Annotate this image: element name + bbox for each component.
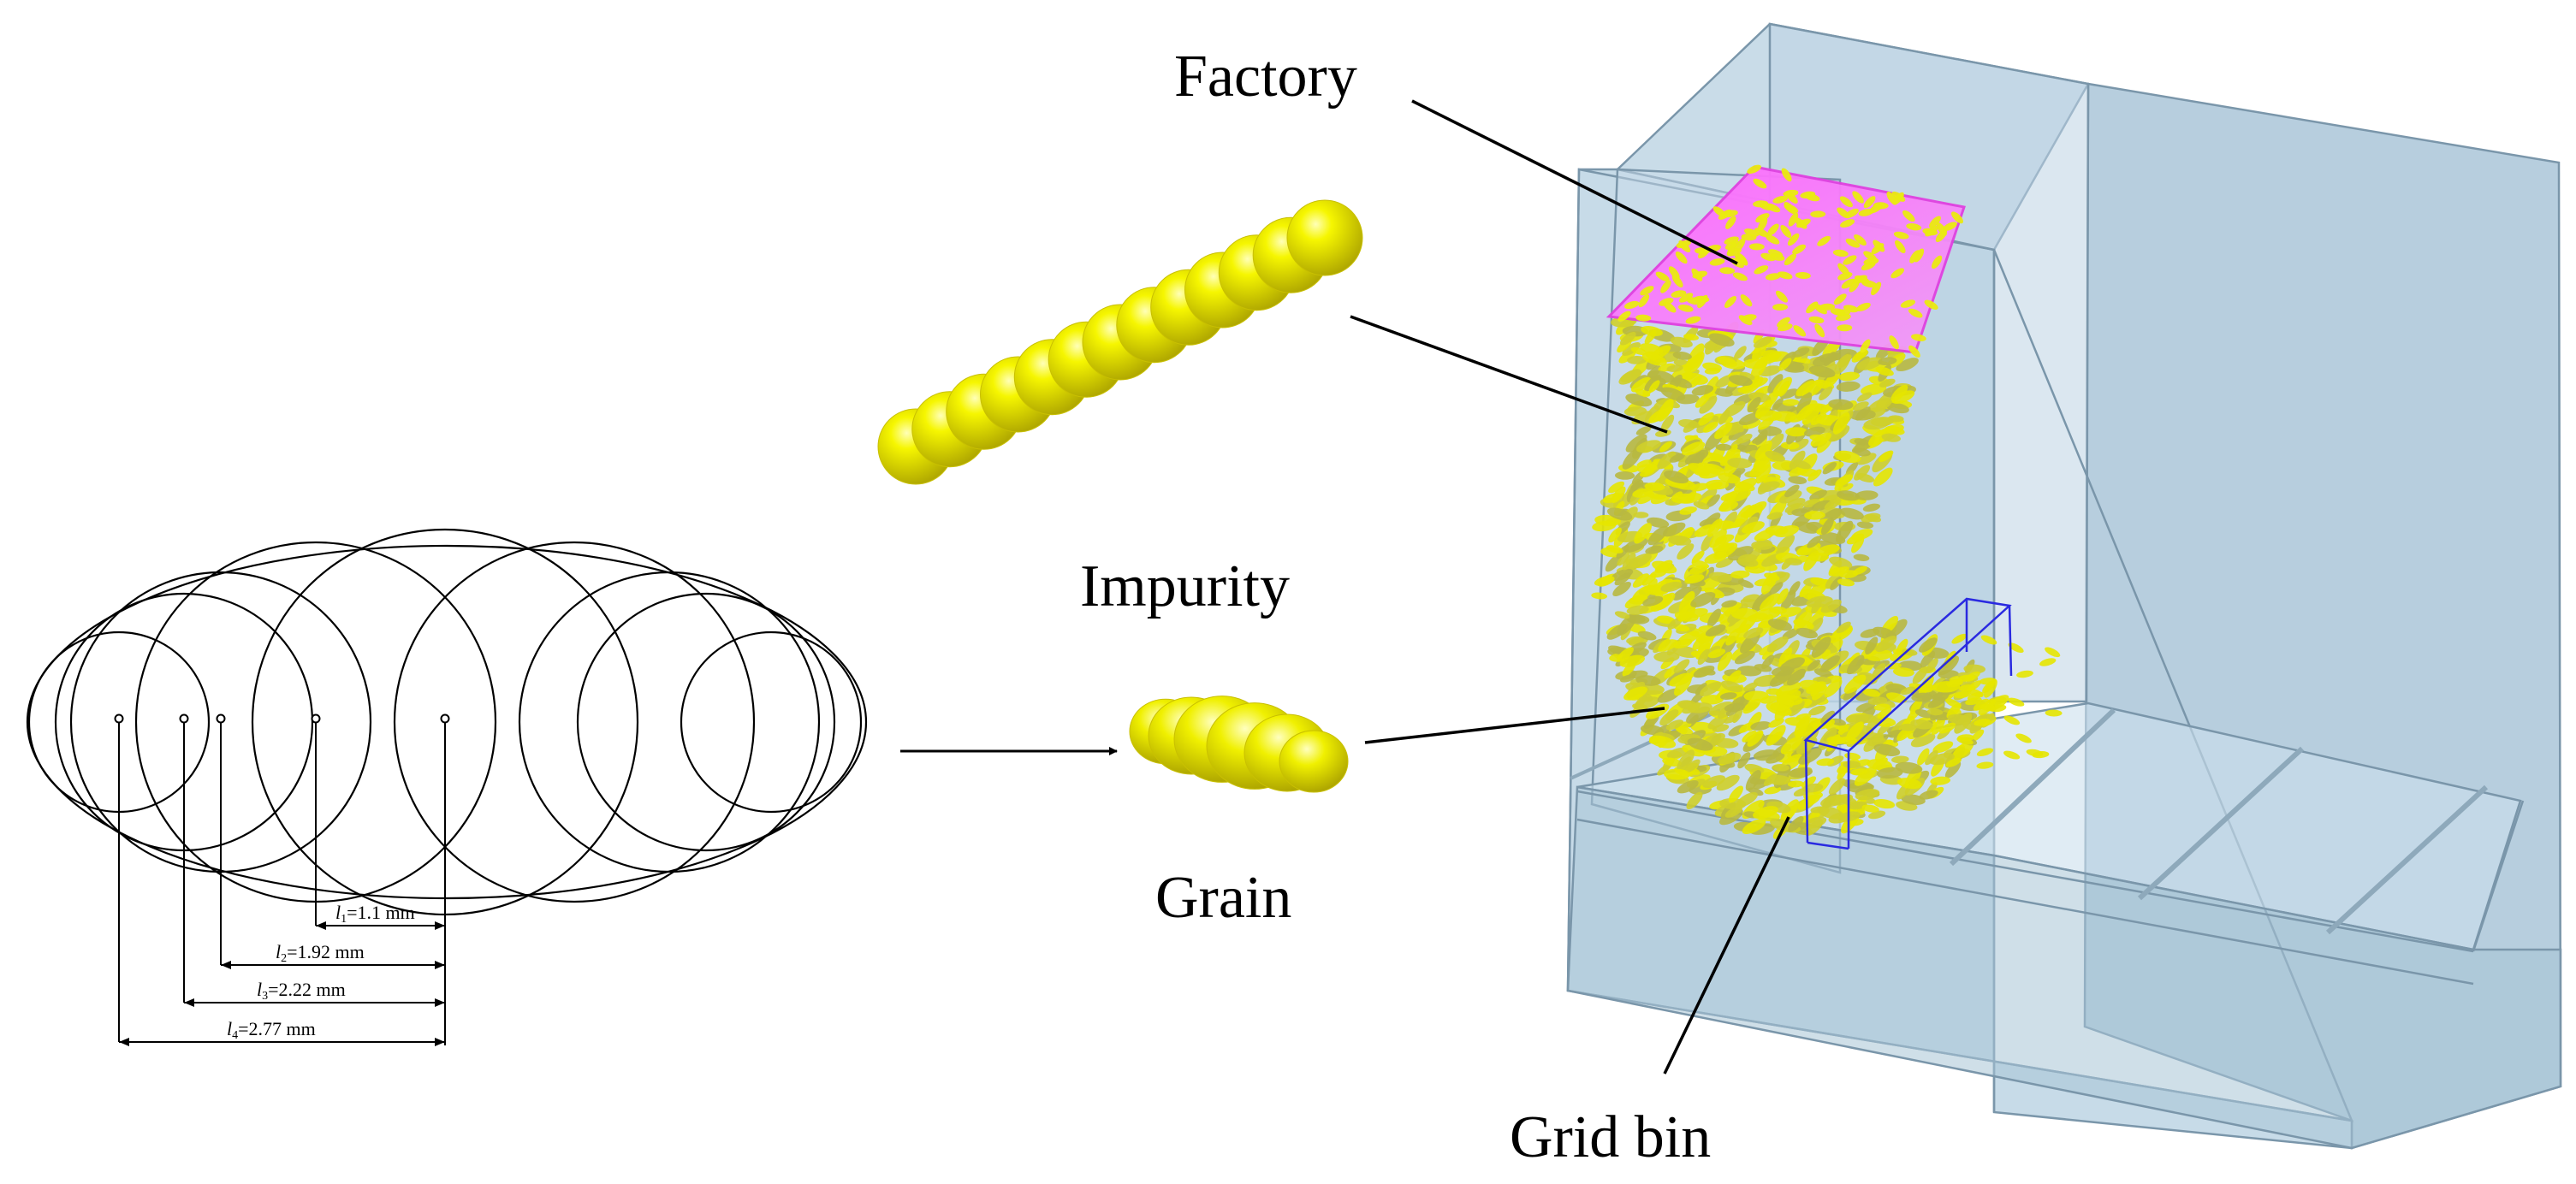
dimension-lines xyxy=(118,723,446,1045)
impurity-sphere xyxy=(1286,199,1363,276)
factory-leader xyxy=(1411,99,1738,265)
dimension-label-l4: l4=2.77 mm xyxy=(227,1018,316,1042)
grain-sphere xyxy=(1279,730,1349,793)
grain-leader xyxy=(1364,707,1665,744)
leader-lines xyxy=(1350,99,1790,1074)
grid-bin-outline xyxy=(1803,597,2013,850)
dimension-labels: l1=1.1 mm l2=1.92 mm l3=2.22 mm l4=2.77 … xyxy=(227,902,415,1042)
impurity-label: Impurity xyxy=(1080,554,1290,619)
grain-label: Grain xyxy=(1155,865,1291,931)
factory-label: Factory xyxy=(1174,44,1357,110)
dimension-label-l2: l2=1.92 mm xyxy=(276,941,365,965)
sphere-centers xyxy=(114,713,450,724)
dimension-arrowheads xyxy=(119,921,445,1046)
grain-particle-flow xyxy=(1591,316,2063,839)
grain-particle-model xyxy=(1129,696,1349,793)
impurity-leader xyxy=(1350,315,1668,434)
factory-particles xyxy=(1617,164,1963,358)
dimension-label-l1: l1=1.1 mm xyxy=(335,902,415,926)
lower-chamber-front xyxy=(1566,785,2562,1150)
impurity-particle-model xyxy=(877,199,1363,485)
dimension-label-l3: l3=2.22 mm xyxy=(257,979,346,1003)
grid-bin-label: Grid bin xyxy=(1510,1104,1711,1170)
grid-bin-leader xyxy=(1663,816,1790,1074)
